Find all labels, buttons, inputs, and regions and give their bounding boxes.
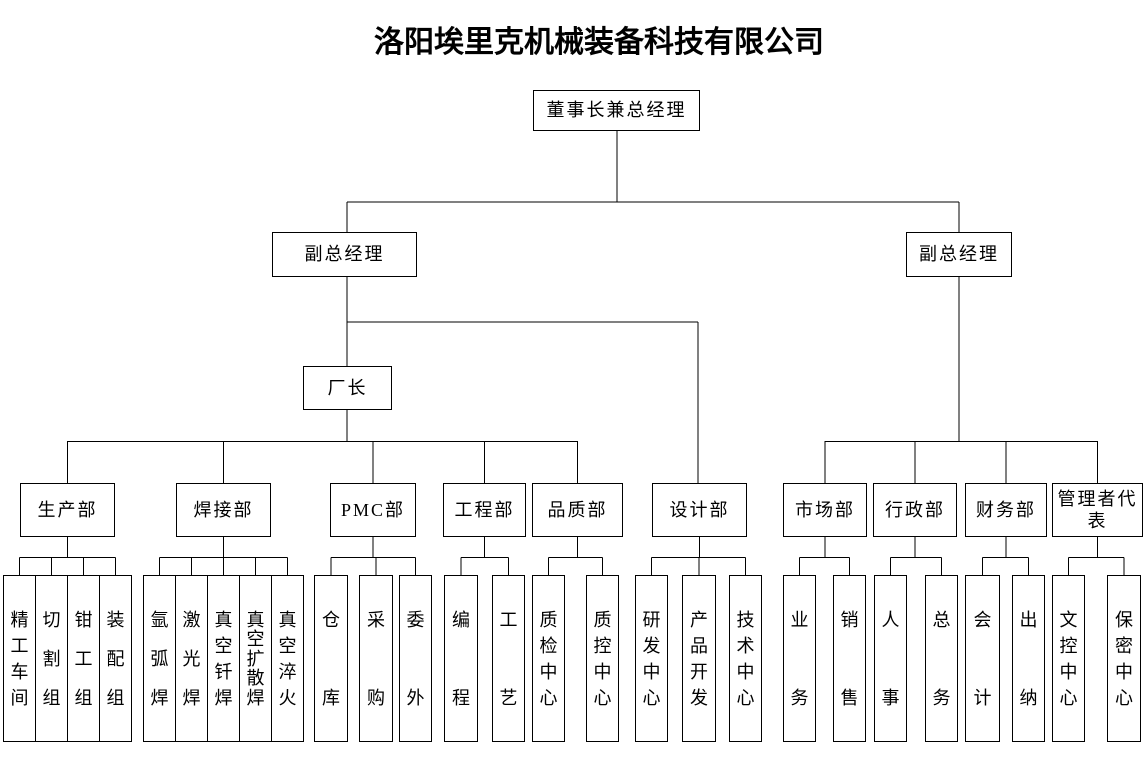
dept-management-rep-label: 管理者代表: [1057, 488, 1138, 532]
org-unit-box: 装配组: [99, 575, 132, 742]
org-unit-box: 氩弧焊: [143, 575, 176, 742]
org-unit-label: 委外: [406, 609, 425, 708]
org-unit-box: 切割组: [35, 575, 68, 742]
dept-marketing-label: 市场部: [795, 499, 855, 520]
org-unit-box: 委外: [399, 575, 432, 742]
node-factory-director: 厂长: [303, 366, 392, 410]
org-unit-label: 钳工组: [74, 609, 93, 708]
org-unit-box: 激光焊: [175, 575, 208, 742]
node-deputy-gm-right-label: 副总经理: [919, 244, 999, 265]
org-unit-box: 真空钎焊: [207, 575, 240, 742]
org-unit-box: 业务: [783, 575, 816, 742]
org-unit-box: 工艺: [492, 575, 525, 742]
org-unit-label: 仓库: [322, 609, 340, 708]
dept-engineering-box: 工程部: [443, 483, 526, 537]
org-unit-label: 文控中心: [1059, 609, 1078, 708]
org-unit-label: 技术中心: [736, 609, 755, 708]
dept-admin-label: 行政部: [885, 499, 945, 520]
node-factory-director-label: 厂长: [327, 377, 368, 398]
org-unit-label: 销售: [840, 609, 859, 708]
dept-finance-box: 财务部: [965, 483, 1047, 537]
org-unit-box: 出纳: [1012, 575, 1045, 742]
org-unit-label: 人事: [881, 609, 900, 708]
dept-quality-box: 品质部: [532, 483, 623, 537]
dept-engineering-label: 工程部: [454, 499, 515, 520]
org-unit-label: 质检中心: [539, 609, 558, 708]
org-unit-label: 精工车间: [10, 609, 29, 708]
org-unit-box: 精工车间: [3, 575, 36, 742]
node-deputy-gm-left: 副总经理: [272, 232, 417, 277]
org-unit-label: 装配组: [106, 609, 125, 708]
org-unit-label: 总务: [932, 609, 951, 708]
org-unit-box: 保密中心: [1107, 575, 1141, 742]
org-unit-label: 质控中心: [593, 609, 612, 708]
dept-design-box: 设计部: [652, 483, 747, 537]
node-chairman-gm: 董事长兼总经理: [533, 90, 700, 131]
dept-welding-box: 焊接部: [176, 483, 271, 537]
dept-production-label: 生产部: [37, 499, 98, 520]
node-deputy-gm-left-label: 副总经理: [304, 244, 385, 265]
org-unit-box: 钳工组: [67, 575, 100, 742]
org-unit-box: 销售: [833, 575, 866, 742]
org-unit-label: 编程: [452, 609, 470, 708]
org-unit-box: 产品开发: [682, 575, 716, 742]
org-unit-label: 采购: [367, 609, 385, 708]
dept-finance-label: 财务部: [976, 499, 1036, 520]
org-unit-box: 真空淬火: [271, 575, 304, 742]
org-unit-label: 出纳: [1019, 609, 1038, 708]
dept-management-rep-box: 管理者代表: [1052, 483, 1143, 537]
dept-quality-label: 品质部: [547, 499, 608, 520]
org-unit-box: 仓库: [314, 575, 348, 742]
org-unit-box: 会计: [965, 575, 1000, 742]
org-unit-box: 质检中心: [532, 575, 565, 742]
org-unit-box: 人事: [874, 575, 907, 742]
org-unit-label: 真空扩散焊: [246, 609, 265, 708]
org-unit-box: 总务: [925, 575, 958, 742]
dept-pmc-box: PMC部: [330, 483, 416, 537]
dept-production-box: 生产部: [20, 483, 115, 537]
dept-design-label: 设计部: [669, 499, 730, 520]
node-chairman-gm-label: 董事长兼总经理: [546, 100, 687, 121]
company-title: 洛阳埃里克机械装备科技有限公司: [374, 26, 824, 59]
org-unit-label: 保密中心: [1115, 609, 1133, 708]
dept-marketing-box: 市场部: [783, 483, 867, 537]
org-unit-label: 激光焊: [182, 609, 201, 708]
org-unit-box: 技术中心: [729, 575, 762, 742]
org-unit-label: 工艺: [499, 609, 518, 708]
org-unit-label: 真空淬火: [278, 609, 297, 708]
org-unit-box: 研发中心: [635, 575, 668, 742]
dept-admin-box: 行政部: [873, 483, 957, 537]
org-unit-box: 文控中心: [1052, 575, 1085, 742]
dept-welding-label: 焊接部: [193, 499, 254, 520]
org-unit-box: 编程: [444, 575, 478, 742]
org-unit-box: 真空扩散焊: [239, 575, 272, 742]
org-unit-label: 真空钎焊: [214, 609, 233, 708]
org-unit-label: 切割组: [42, 609, 61, 708]
dept-pmc-label: PMC部: [340, 499, 406, 520]
org-unit-label: 研发中心: [642, 609, 661, 708]
node-deputy-gm-right: 副总经理: [906, 232, 1012, 277]
org-unit-label: 业务: [790, 609, 809, 708]
org-unit-label: 氩弧焊: [150, 609, 169, 708]
org-unit-label: 会计: [973, 609, 992, 708]
org-unit-box: 质控中心: [586, 575, 619, 742]
org-unit-label: 产品开发: [690, 609, 708, 708]
org-unit-box: 采购: [359, 575, 393, 742]
